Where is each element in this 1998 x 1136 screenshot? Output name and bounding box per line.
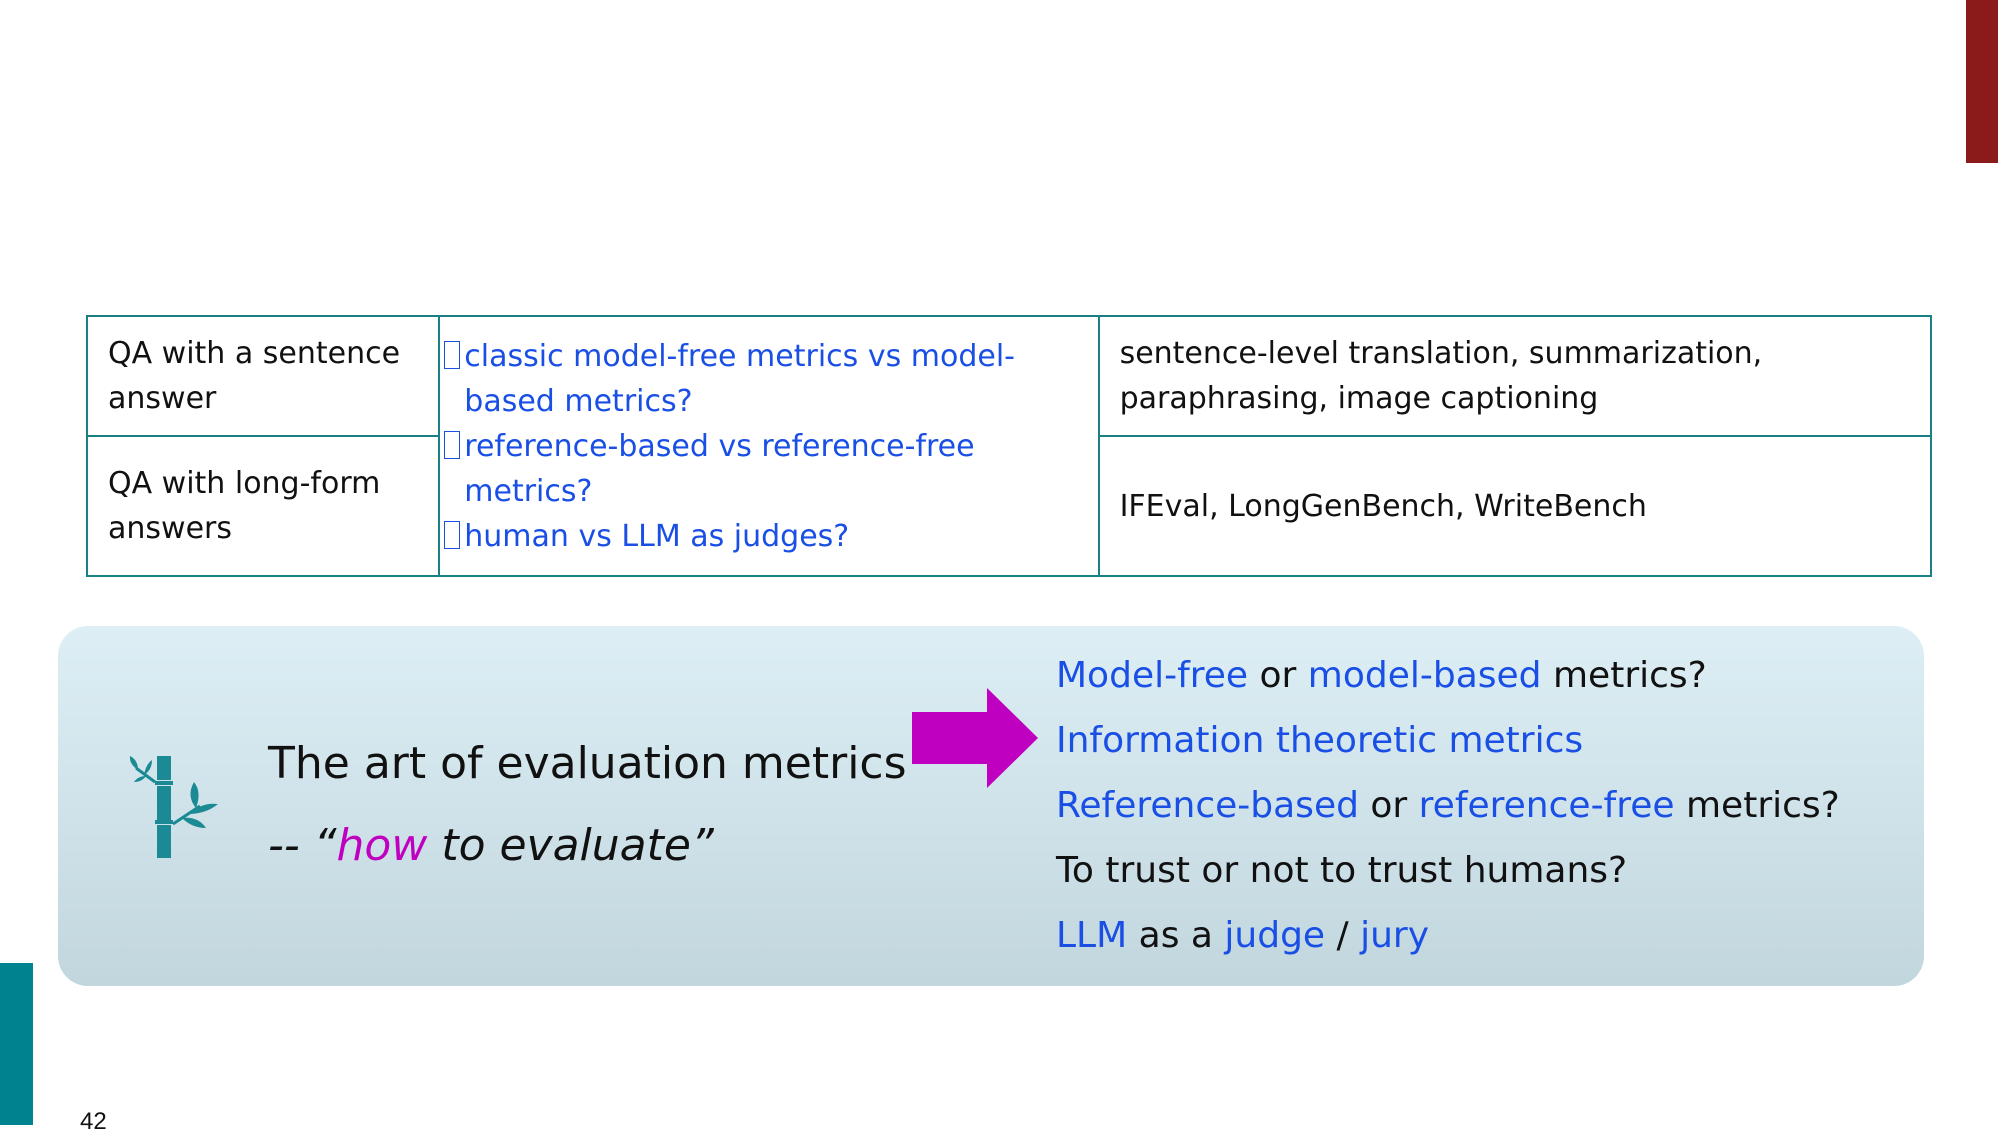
metric-text: To trust or not to trust humans? <box>1056 850 1628 891</box>
metric-text: as a <box>1127 915 1225 956</box>
task-cell: QA with long-form answers <box>85 435 441 577</box>
summary-subtitle: -- “how to evaluate” <box>268 820 714 871</box>
metric-line: To trust or not to trust humans? <box>1056 845 1840 910</box>
metric-line: Information theoretic metrics <box>1056 715 1840 780</box>
questions-cell: classic model-free metrics vs model-base… <box>438 315 1100 577</box>
bullet-icon <box>444 340 461 369</box>
question-item: classic model-free metrics vs model-base… <box>444 334 1077 424</box>
question-text: classic model-free metrics vs model-base… <box>464 338 1015 419</box>
table-row: QA with long-form answers IFEval, LongGe… <box>85 435 1933 577</box>
accent-bar-bottom <box>0 963 33 1125</box>
metric-text: metrics? <box>1674 785 1840 826</box>
accent-bar-top <box>1966 0 1998 163</box>
metric-text: or <box>1358 785 1419 826</box>
summary-panel <box>58 626 1924 986</box>
metric-text: Model-free <box>1056 655 1249 696</box>
question-item: human vs LLM as judges? <box>444 514 1077 559</box>
metric-text: Reference-based <box>1056 785 1359 826</box>
task-cell: QA with a sentence answer <box>85 315 441 437</box>
bullet-icon <box>444 520 461 549</box>
metric-text: metrics? <box>1541 655 1707 696</box>
metric-text: / <box>1325 915 1361 956</box>
how-word: how <box>336 820 428 871</box>
metrics-table: QA with a sentence answer classic model-… <box>85 315 1933 577</box>
examples-cell: sentence-level translation, summarizatio… <box>1097 315 1933 437</box>
metric-line: Model-free or model-based metrics? <box>1056 650 1840 715</box>
metric-text: Information theoretic metrics <box>1056 720 1584 761</box>
metric-text: or <box>1248 655 1308 696</box>
metric-text: model-based <box>1307 655 1542 696</box>
metrics-list: Model-free or model-based metrics? Inform… <box>1056 650 1840 975</box>
question-text: human vs LLM as judges? <box>464 518 850 554</box>
metric-line: Reference-based or reference-free metric… <box>1056 780 1840 845</box>
table-row: QA with a sentence answer classic model-… <box>85 315 1933 577</box>
page-number: 42 <box>80 1108 107 1135</box>
metric-text: LLM <box>1056 915 1128 956</box>
metric-text: jury <box>1360 915 1430 956</box>
bullet-icon <box>444 430 461 459</box>
metric-text: reference-free <box>1418 785 1675 826</box>
question-text: reference-based vs reference-free metric… <box>464 428 975 509</box>
arrow-right-icon <box>912 688 1038 788</box>
bamboo-icon <box>129 756 218 858</box>
metric-text: judge <box>1224 915 1326 956</box>
examples-cell: IFEval, LongGenBench, WriteBench <box>1097 435 1933 577</box>
metric-line: LLM as a judge / jury <box>1056 910 1840 975</box>
question-item: reference-based vs reference-free metric… <box>444 424 1077 514</box>
summary-title: The art of evaluation metrics <box>268 738 907 789</box>
